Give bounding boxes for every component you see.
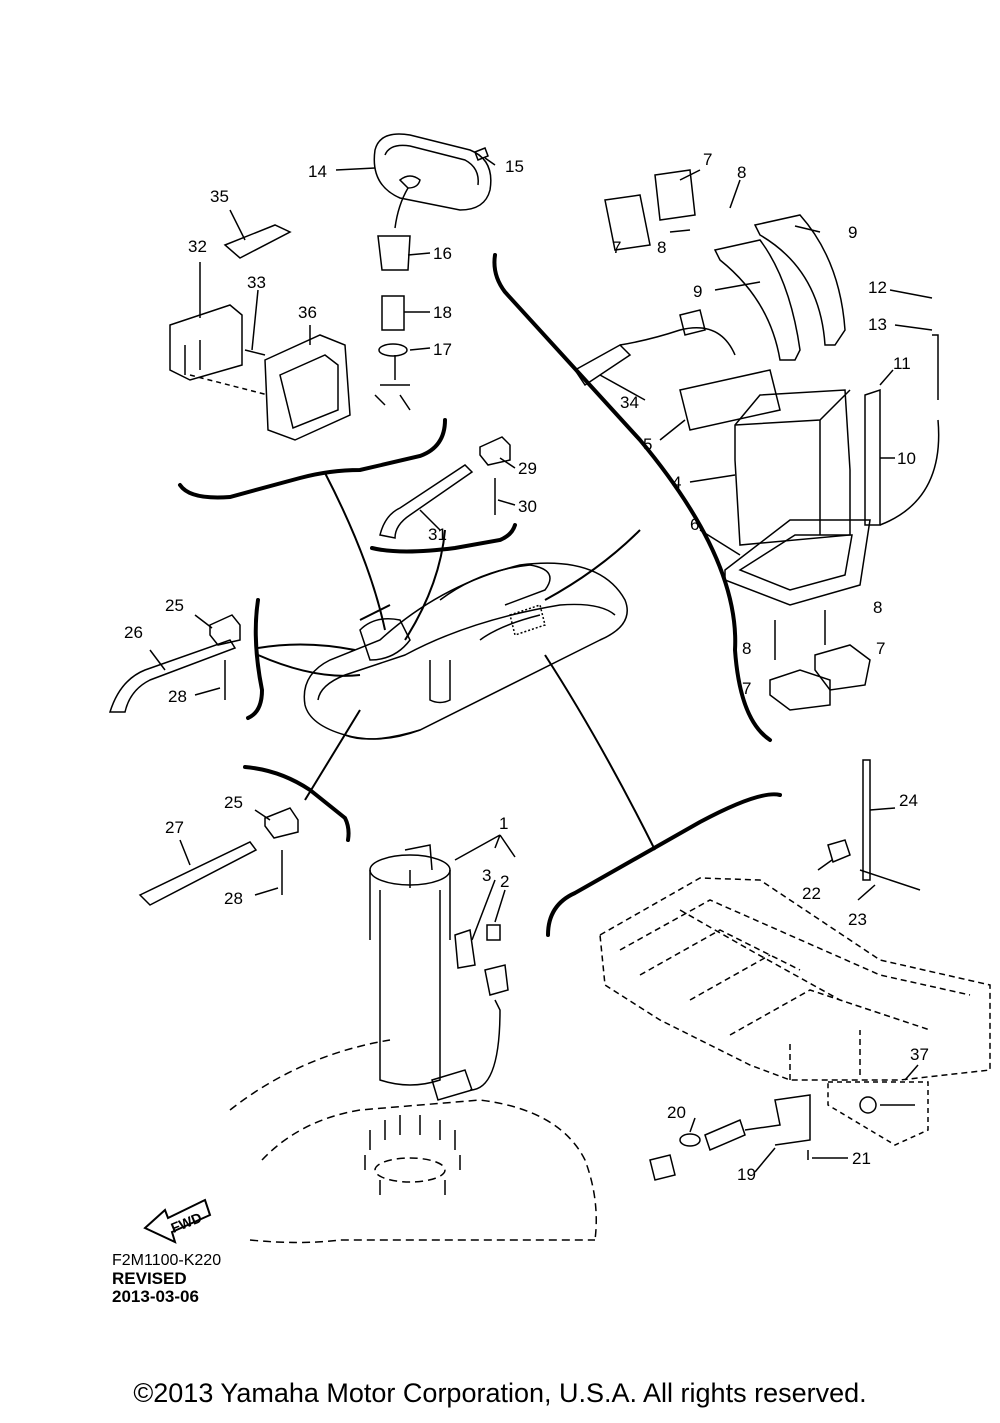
part-label-11: 11	[893, 354, 911, 373]
part-label-35: 35	[210, 187, 229, 206]
part-label-8b: 8	[657, 238, 666, 257]
clamps-and-ties	[108, 614, 299, 906]
part-label-7d: 7	[742, 679, 751, 698]
part-label-33: 33	[247, 273, 266, 292]
part-label-7a: 7	[703, 150, 712, 169]
part-label-16: 16	[433, 244, 452, 263]
center-clamps	[379, 436, 511, 539]
part-label-28a: 28	[168, 687, 187, 706]
part-label-8d: 8	[742, 639, 751, 658]
left-bracket-assembly	[169, 224, 351, 441]
part-label-8c: 8	[873, 598, 882, 617]
fuel-tank-outline	[229, 1039, 597, 1244]
part-label-26: 26	[124, 623, 143, 642]
jetski-hull	[303, 562, 628, 740]
fwd-label: FWD	[168, 1209, 204, 1236]
part-label-21: 21	[852, 1149, 871, 1168]
drawing-code: F2M1100-K220	[112, 1252, 222, 1269]
part-label-30: 30	[518, 497, 537, 516]
battery-assembly	[573, 169, 940, 711]
deck-frame-outline	[599, 877, 991, 1081]
part-label-19: 19	[737, 1165, 756, 1184]
part-label-8a: 8	[737, 163, 746, 182]
part-label-1: 1	[499, 814, 508, 833]
part-label-6: 6	[690, 515, 699, 534]
revised-label: REVISED	[112, 1269, 187, 1288]
part-label-5: 5	[643, 435, 652, 454]
part-label-29: 29	[518, 459, 537, 478]
part-label-2: 2	[500, 872, 509, 891]
part-label-34: 34	[620, 393, 639, 412]
part-label-12: 12	[868, 278, 887, 297]
part-label-4: 4	[672, 473, 681, 492]
frame-fasteners	[827, 759, 921, 891]
part-label-3: 3	[482, 866, 491, 885]
copyright-notice: ©2013 Yamaha Motor Corporation, U.S.A. A…	[133, 1378, 867, 1408]
part-label-23: 23	[848, 910, 867, 929]
part-label-24: 24	[899, 791, 918, 810]
part-label-32: 32	[188, 237, 207, 256]
part-label-7b: 7	[612, 238, 621, 257]
part-label-31: 31	[428, 525, 447, 544]
part-label-17: 17	[433, 340, 452, 359]
part-label-20: 20	[667, 1103, 686, 1122]
callout-leaders	[257, 472, 656, 851]
fwd-arrow	[143, 1198, 212, 1244]
fuel-tank-studs	[364, 1115, 461, 1195]
part-label-7c: 7	[876, 639, 885, 658]
part-label-9a: 9	[848, 223, 857, 242]
part-label-14: 14	[308, 162, 327, 181]
part-label-13: 13	[868, 315, 887, 334]
drawing-code-block: F2M1100-K220 REVISED 2013-03-06	[112, 1252, 221, 1306]
part-label-27: 27	[165, 818, 184, 837]
fuel-pump-assembly	[369, 844, 509, 1101]
part-label-25b: 25	[224, 793, 243, 812]
part-label-28b: 28	[224, 889, 243, 908]
part-label-22: 22	[802, 884, 821, 903]
revised-date: 2013-03-06	[112, 1287, 199, 1306]
part-label-9b: 9	[693, 282, 702, 301]
cover-assembly	[373, 133, 492, 411]
part-label-36: 36	[298, 303, 317, 322]
part-label-37: 37	[910, 1045, 929, 1064]
label-leaders	[149, 157, 933, 1173]
part-label-10: 10	[897, 449, 916, 468]
part-label-25a: 25	[165, 596, 184, 615]
part-label-15: 15	[505, 157, 524, 176]
part-label-18: 18	[433, 303, 452, 322]
sensor-assembly	[649, 1081, 929, 1181]
